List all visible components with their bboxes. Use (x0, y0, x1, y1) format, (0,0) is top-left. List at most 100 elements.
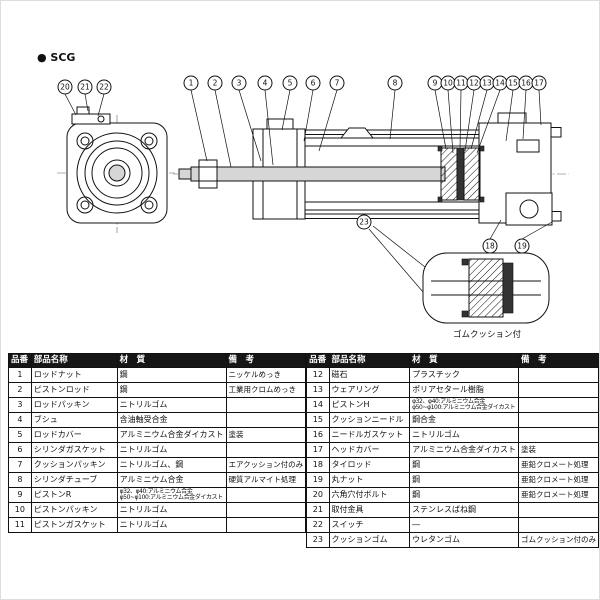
part-no-cell: 23 (306, 532, 330, 548)
cushion-rubber (502, 262, 514, 314)
part-no-cell: 22 (306, 517, 330, 533)
balloon-11: 11 (453, 75, 469, 91)
material-cell: 鋼 (116, 367, 227, 383)
svg-text:10: 10 (443, 79, 453, 88)
material-cell: ニトリルゴム (116, 442, 227, 458)
part-name-cell: ピストンガスケット (30, 517, 118, 533)
balloon-22: 22 (96, 79, 112, 95)
svg-text:2: 2 (213, 79, 218, 88)
balloons: 1 2 3 4 5 6 7 8 9 10 11 12 13 14 15 16 1… (57, 75, 547, 254)
balloon-4: 4 (257, 75, 273, 91)
svg-text:9: 9 (433, 79, 438, 88)
model-label: ● SCG (37, 51, 75, 64)
balloon-8: 8 (387, 75, 403, 91)
material-cell: アルミニウム合金ダイカスト (409, 442, 519, 458)
remarks-cell (225, 517, 307, 533)
part-name-cell: 六角穴付ボルト (328, 487, 411, 503)
material-cell: ステンレスばね鋼 (409, 502, 519, 518)
balloon-2: 2 (207, 75, 223, 91)
balloon-12: 12 (466, 75, 482, 91)
part-name-cell: 丸ナット (328, 472, 411, 488)
head-cover (478, 112, 553, 226)
top-clamp (339, 127, 375, 139)
svg-text:20: 20 (60, 83, 70, 92)
part-name-cell: 取付金具 (328, 502, 411, 518)
svg-text:19: 19 (517, 242, 527, 251)
part-name-cell: ヘッドカバー (328, 442, 411, 458)
balloon-5: 5 (282, 75, 298, 91)
front-view (57, 106, 175, 233)
material-cell: φ32、φ40:アルミニウム合金 φ50~φ100:アルミニウム合金ダイカスト (409, 397, 519, 413)
remarks-cell: 塗装 (225, 427, 307, 443)
remarks-cell (517, 502, 599, 518)
col-header-material: 材 質 (409, 353, 519, 368)
svg-text:22: 22 (99, 83, 109, 92)
part-name-cell: ピストンR (30, 487, 118, 503)
balloon-16: 16 (518, 75, 534, 91)
material-cell: ニトリルゴム (116, 517, 227, 533)
part-name-cell: クッションゴム (328, 532, 411, 548)
balloon-10: 10 (440, 75, 456, 91)
balloon-19: 19 (514, 238, 530, 254)
material-cell: 鋼 (116, 382, 227, 398)
part-name-cell: スイッチ (328, 517, 411, 533)
balloon-15: 15 (505, 75, 521, 91)
balloon-20: 20 (57, 79, 73, 95)
material-cell: アルミニウム合金ダイカスト (116, 427, 227, 443)
material-cell: 含油軸受合金 (116, 412, 227, 428)
material-cell: 鋼合金 (409, 412, 519, 428)
material-cell: ニトリルゴム (116, 397, 227, 413)
part-name-cell: ピストンロッド (30, 382, 118, 398)
remarks-cell (517, 427, 599, 443)
part-name-cell: ロッドパッキン (30, 397, 118, 413)
part-name-cell: ニードルガスケット (328, 427, 411, 443)
svg-text:5: 5 (288, 79, 293, 88)
cushion-detail-view: ゴムクッション付 (368, 225, 550, 340)
part-no-cell: 17 (306, 442, 330, 458)
svg-text:17: 17 (534, 79, 544, 88)
part-name-cell: ロッドナット (30, 367, 118, 383)
balloon-18: 18 (482, 238, 498, 254)
material-cell: ポリアセタール樹脂 (409, 382, 519, 398)
svg-text:14: 14 (495, 79, 505, 88)
remarks-cell: 工業用クロムめっき (225, 382, 307, 398)
leader-lines (64, 89, 553, 240)
part-name-cell: シリンダガスケット (30, 442, 118, 458)
balloon-13: 13 (479, 75, 495, 91)
part-no-cell: 15 (306, 412, 330, 428)
part-no-cell: 21 (306, 502, 330, 518)
svg-text:15: 15 (508, 79, 518, 88)
part-no-cell: 5 (8, 427, 32, 443)
col-header-remarks: 備 考 (225, 353, 307, 368)
material-cell: ― (409, 517, 519, 533)
part-name-cell: タイロッド (328, 457, 411, 473)
piston-rod (178, 166, 446, 182)
part-no-cell: 4 (8, 412, 32, 428)
material-cell: 鋼 (409, 457, 519, 473)
part-name-cell: クッションニードル (328, 412, 411, 428)
col-header-material: 材 質 (116, 353, 227, 368)
material-cell: プラスチック (409, 367, 519, 383)
remarks-cell: ゴムクッション付のみ (517, 532, 599, 548)
part-name-cell: ピストンH (328, 397, 411, 413)
remarks-cell (225, 502, 307, 518)
remarks-cell (225, 397, 307, 413)
svg-text:8: 8 (393, 79, 398, 88)
remarks-cell (517, 517, 599, 533)
remarks-cell: 硬質アルマイト処理 (225, 472, 307, 488)
balloon-17: 17 (531, 75, 547, 91)
part-name-cell: 磁石 (328, 367, 411, 383)
svg-text:16: 16 (521, 79, 531, 88)
part-no-cell: 9 (8, 487, 32, 503)
svg-text:7: 7 (335, 79, 340, 88)
part-name-cell: ブシュ (30, 412, 118, 428)
svg-text:21: 21 (80, 83, 90, 92)
